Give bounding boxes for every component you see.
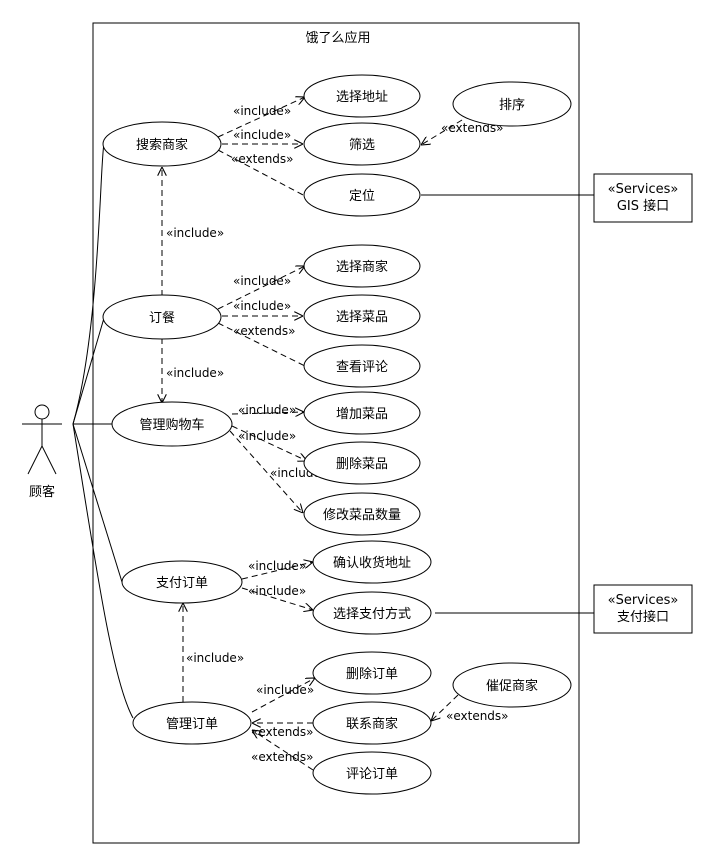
- use-case-pay-order[interactable]: 支付订单: [121, 560, 243, 604]
- lbl-inc-shop: «include»: [233, 274, 291, 288]
- svg-text:确认收货地址: 确认收货地址: [333, 555, 411, 571]
- svg-text:定位: 定位: [349, 189, 375, 204]
- service-payment[interactable]: «Services» 支付接口: [593, 584, 693, 634]
- svg-text:评论订单: 评论订单: [346, 767, 398, 782]
- lbl-inc-addr: «include»: [233, 104, 291, 118]
- service-payment-stereotype: «Services»: [608, 593, 679, 608]
- svg-text:修改菜品数量: 修改菜品数量: [323, 508, 401, 523]
- use-case-locate[interactable]: 定位: [303, 173, 421, 217]
- use-case-delete-dish[interactable]: 删除菜品: [303, 441, 421, 485]
- relation-labels: «include» «include» «extends» «extends» …: [166, 104, 509, 764]
- use-case-filter[interactable]: 筛选: [303, 122, 421, 166]
- svg-text:催促商家: 催促商家: [486, 678, 538, 694]
- svg-text:支付订单: 支付订单: [156, 576, 208, 591]
- svg-text:删除菜品: 删除菜品: [336, 457, 388, 472]
- service-gis-stereotype: «Services»: [608, 182, 679, 197]
- dep-search-addr: [217, 97, 305, 138]
- svg-text:选择菜品: 选择菜品: [336, 310, 388, 325]
- service-gis-name: GIS 接口: [617, 198, 669, 214]
- svg-text:管理购物车: 管理购物车: [139, 417, 204, 433]
- svg-text:搜索商家: 搜索商家: [136, 137, 188, 153]
- actor-associations: [72, 143, 134, 719]
- lbl-inc-dish: «include»: [233, 299, 291, 313]
- svg-text:管理订单: 管理订单: [166, 717, 218, 732]
- use-case-urge-shop[interactable]: 催促商家: [452, 662, 572, 708]
- use-case-sort[interactable]: 排序: [452, 81, 572, 127]
- dep-order-shop: [217, 266, 305, 310]
- system-title: 饿了么应用: [305, 30, 370, 46]
- dep-search-locate: [217, 149, 306, 197]
- lbl-inc-manage-pay: «include»: [186, 651, 244, 665]
- lbl-inc-del-order: «include»: [256, 683, 314, 697]
- lbl-ext-locate: «extends»: [231, 152, 294, 166]
- use-case-modify-quantity[interactable]: 修改菜品数量: [303, 492, 421, 536]
- system-boundary: [92, 22, 580, 844]
- use-case-choose-dish[interactable]: 选择菜品: [303, 294, 421, 338]
- service-payment-name: 支付接口: [617, 609, 669, 625]
- svg-text:选择支付方式: 选择支付方式: [333, 606, 411, 622]
- dep-cart-mod: [229, 430, 303, 513]
- use-case-add-dish[interactable]: 增加菜品: [303, 391, 421, 435]
- svg-text:选择地址: 选择地址: [336, 90, 388, 105]
- actor-label: 顾客: [29, 484, 55, 500]
- dep-sort-filter: [421, 119, 463, 145]
- use-case-manage-order[interactable]: 管理订单: [132, 701, 252, 745]
- lbl-ext-urge: «extends»: [446, 709, 509, 723]
- svg-text:删除订单: 删除订单: [346, 667, 398, 682]
- use-case-choose-shop[interactable]: 选择商家: [303, 244, 421, 288]
- actor-head: [34, 404, 50, 420]
- lbl-ext-contact: «extends»: [251, 725, 314, 739]
- use-case-order[interactable]: 订餐: [102, 294, 222, 340]
- use-case-view-review[interactable]: 查看评论: [303, 344, 421, 388]
- svg-text:查看评论: 查看评论: [336, 359, 388, 375]
- lbl-ext-review-order: «extends»: [251, 750, 314, 764]
- dep-cart-del: [231, 425, 307, 461]
- svg-text:选择商家: 选择商家: [336, 259, 388, 275]
- lbl-inc-method: «include»: [248, 584, 306, 598]
- dependencies: [162, 97, 463, 771]
- lbl-inc-del: «include»: [238, 429, 296, 443]
- dep-review-manage: [252, 730, 314, 771]
- svg-text:联系商家: 联系商家: [346, 716, 398, 732]
- actor-leg-right: [41, 445, 57, 475]
- dep-cart-add: [231, 412, 304, 414]
- dep-pay-method: [241, 587, 313, 610]
- use-case-review-order[interactable]: 评论订单: [312, 751, 432, 795]
- lbl-ext-review: «extends»: [233, 324, 296, 338]
- use-case-confirm-address[interactable]: 确认收货地址: [312, 540, 432, 584]
- lbl-inc-add: «include»: [238, 403, 296, 417]
- dep-manage-del: [251, 678, 315, 713]
- use-case-choose-address[interactable]: 选择地址: [303, 74, 421, 118]
- lbl-inc-order-search: «include»: [166, 226, 224, 240]
- actor-leg-left: [27, 445, 43, 475]
- lbl-inc-confirm: «include»: [248, 559, 306, 573]
- service-gis[interactable]: «Services» GIS 接口: [593, 173, 693, 223]
- actor-customer[interactable]: 顾客: [22, 404, 62, 500]
- lbl-inc-order-cart: «include»: [166, 366, 224, 380]
- use-case-payment-method[interactable]: 选择支付方式: [312, 591, 432, 635]
- svg-text:排序: 排序: [499, 98, 525, 113]
- dep-urge-contact: [431, 694, 459, 721]
- svg-text:增加菜品: 增加菜品: [336, 407, 388, 422]
- dep-pay-confirm: [241, 562, 313, 580]
- use-case-delete-order[interactable]: 删除订单: [312, 651, 432, 695]
- lbl-inc-filter: «include»: [233, 128, 291, 142]
- dep-order-review: [217, 322, 306, 367]
- use-case-manage-cart[interactable]: 管理购物车: [111, 401, 233, 447]
- use-case-search[interactable]: 搜索商家: [102, 121, 222, 167]
- svg-text:筛选: 筛选: [349, 138, 375, 153]
- use-case-contact-shop[interactable]: 联系商家: [312, 701, 432, 745]
- svg-text:订餐: 订餐: [149, 310, 175, 326]
